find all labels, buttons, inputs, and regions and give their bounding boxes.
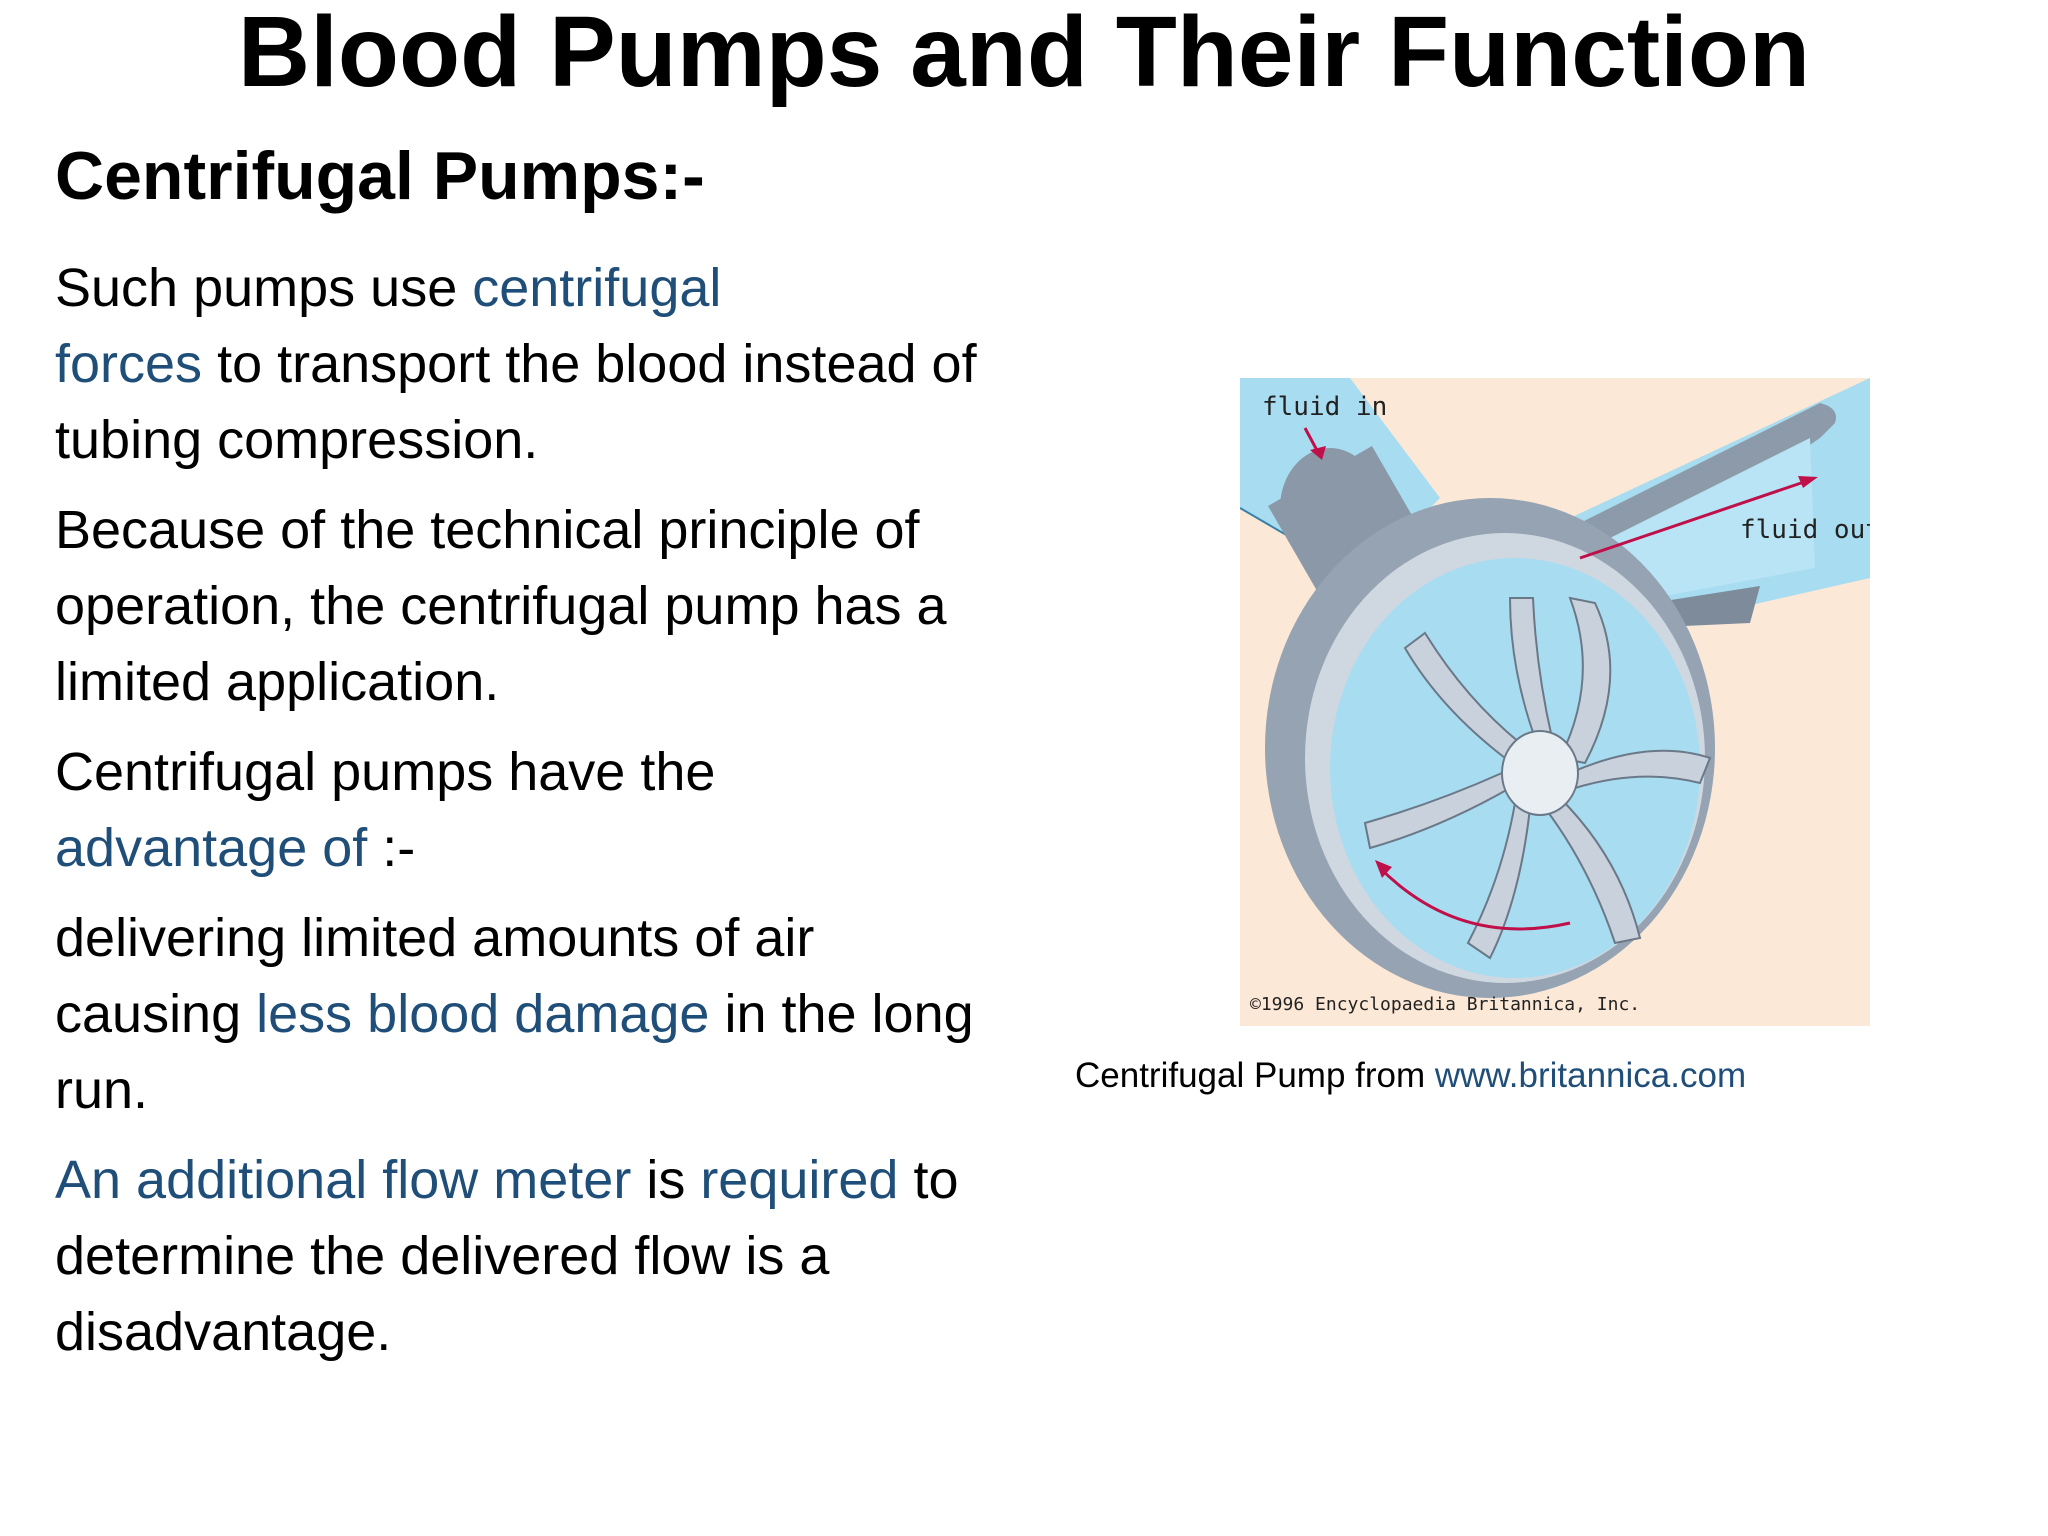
p5-highlight-required: required — [700, 1150, 899, 1210]
centrifugal-pump-diagram: fluid in fluid out ©1996 Encyclopaedia B… — [1240, 378, 1870, 1026]
p4-highlight-damage: less blood damage — [256, 984, 710, 1044]
p1-text-2: to transport the blood instead of tubing… — [55, 334, 977, 470]
figure-caption: Centrifugal Pump from www.britannica.com — [1075, 1058, 1746, 1093]
slide-title: Blood Pumps and Their Function — [237, 0, 1811, 108]
paragraph-2: Because of the technical principle of op… — [55, 500, 947, 712]
p5-text-1: is — [631, 1150, 701, 1210]
label-fluid-out: fluid out — [1740, 515, 1870, 545]
copyright-notice: ©1996 Encyclopaedia Britannica, Inc. — [1250, 994, 1640, 1015]
p5-text-2: to determine the delivered flow is a dis… — [55, 1150, 959, 1362]
paragraph-5: An additional flow meter is required to … — [55, 1142, 1015, 1370]
p4-text-2: in the long run. — [55, 984, 974, 1120]
p1-highlight-centrifugal: centrifugal — [472, 258, 722, 318]
p5-highlight-flow-meter: An additional flow meter — [55, 1150, 632, 1210]
p3-text-2: :- — [367, 818, 416, 878]
body-text: Such pumps use centrifugal forces to tra… — [55, 250, 1015, 1384]
impeller — [1363, 596, 1712, 960]
paragraph-3: Centrifugal pumps have the advantage of … — [55, 734, 1015, 886]
paragraph-1: Such pumps use centrifugal forces to tra… — [55, 250, 1015, 478]
p3-text-1: Centrifugal pumps have the — [55, 742, 716, 802]
p4-text-1: delivering limited amounts of air causin… — [55, 908, 815, 1044]
p3-highlight-advantage: advantage of — [55, 818, 368, 878]
p1-highlight-forces: forces — [55, 334, 203, 394]
caption-link[interactable]: www.britannica.com — [1434, 1056, 1747, 1095]
paragraph-4: delivering limited amounts of air causin… — [55, 900, 1015, 1128]
p1-text-1: Such pumps use — [55, 258, 473, 318]
slide-subtitle: Centrifugal Pumps:- — [55, 138, 705, 214]
label-fluid-in: fluid in — [1262, 392, 1387, 422]
caption-text: Centrifugal Pump from — [1075, 1056, 1435, 1095]
impeller-hub — [1501, 730, 1579, 816]
